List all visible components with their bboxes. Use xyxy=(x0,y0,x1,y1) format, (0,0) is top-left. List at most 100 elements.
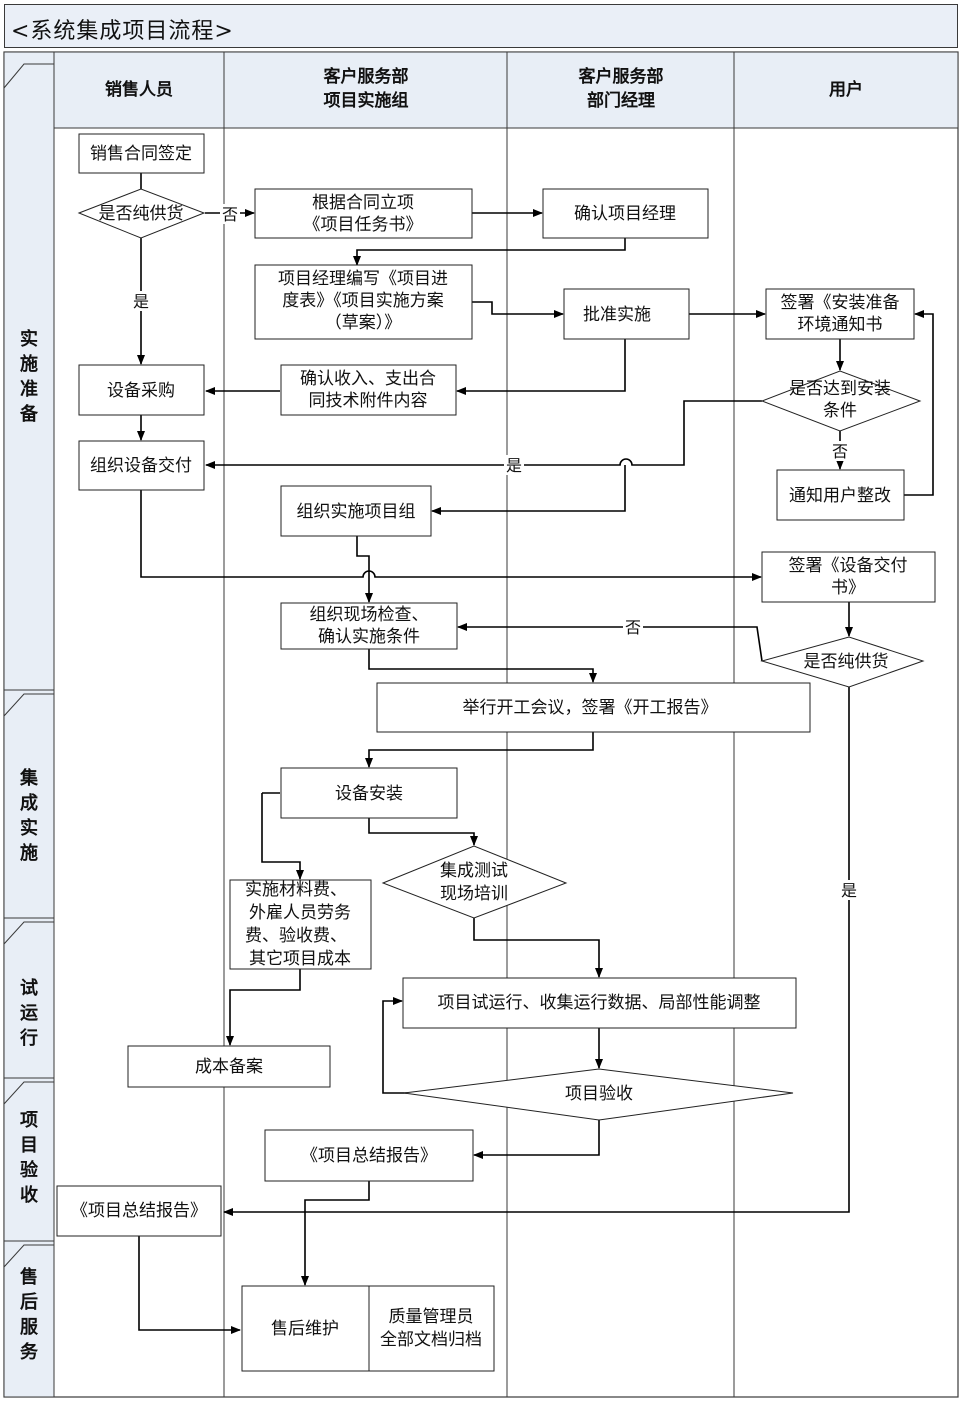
svg-text:组织现场检查、: 组织现场检查、 xyxy=(310,605,429,625)
nodes: 销售合同签定 根据合同立项 《项目任务书》 确认项目经理 项目经理编写《项目进 … xyxy=(56,133,936,1372)
node-kickoff: 举行开工会议，签署《开工报告》 xyxy=(376,682,811,733)
node-trial-run: 项目试运行、收集运行数据、局部性能调整 xyxy=(402,977,797,1029)
phase-labels: 实 施 准 备 集 成 实 施 试 运 行 项 目 验 收 售 后 服 务 xyxy=(19,328,39,1363)
node-cost-record: 成本备案 xyxy=(127,1045,331,1088)
phase-prep-char: 施 xyxy=(20,353,38,375)
svg-text:同技术附件内容: 同技术附件内容 xyxy=(309,391,428,411)
node-sign-env: 签署《安装准备 环境通知书 xyxy=(765,288,915,340)
phase-after-char: 服 xyxy=(20,1317,39,1338)
svg-text:设备安装: 设备安装 xyxy=(335,784,403,804)
svg-text:是否达到安装: 是否达到安装 xyxy=(789,379,891,399)
lane-header-sales: 销售人员 xyxy=(105,79,173,100)
svg-text:《项目总结报告》: 《项目总结报告》 xyxy=(301,1146,437,1166)
svg-text:设备采购: 设备采购 xyxy=(107,381,175,401)
phase-accept-char: 收 xyxy=(20,1184,38,1206)
svg-text:销售合同签定: 销售合同签定 xyxy=(90,144,192,164)
lane-header-cs-team-line1: 客户服务部 xyxy=(323,66,409,87)
node-approve: 批准实施 xyxy=(563,288,690,340)
phase-integ-char: 施 xyxy=(20,842,38,864)
phase-trial-char: 运 xyxy=(20,1003,38,1024)
svg-text:是否纯供货: 是否纯供货 xyxy=(99,204,184,224)
page-title: <系统集成项目流程> xyxy=(4,4,958,48)
page-title-text: <系统集成项目流程> xyxy=(11,19,234,44)
phase-trial-char: 行 xyxy=(19,1027,38,1049)
svg-text:签署《安装准备: 签署《安装准备 xyxy=(781,293,900,313)
decision-install-ready: 是否达到安装 条件 xyxy=(760,370,922,432)
svg-text:外雇人员劳务: 外雇人员劳务 xyxy=(249,903,351,923)
decision-integ-test: 集成测试 现场培训 xyxy=(381,845,568,919)
edge-labels: 否 是 是 否 否 是 xyxy=(131,204,859,900)
svg-text:《项目任务书》: 《项目任务书》 xyxy=(304,215,423,235)
svg-text:集成测试: 集成测试 xyxy=(440,861,508,881)
svg-text:是否纯供货: 是否纯供货 xyxy=(804,652,889,672)
svg-text:《项目总结报告》: 《项目总结报告》 xyxy=(71,1201,207,1221)
edge-label-no-2: 否 xyxy=(832,442,848,461)
node-org-team: 组织实施项目组 xyxy=(280,485,432,537)
svg-text:质量管理员: 质量管理员 xyxy=(389,1307,474,1327)
phase-integ-char: 集 xyxy=(19,767,39,789)
svg-text:实施材料费、: 实施材料费、 xyxy=(245,880,347,900)
lane-header-user: 用户 xyxy=(829,79,863,100)
svg-text:成本备案: 成本备案 xyxy=(195,1057,263,1077)
edge-label-yes-2: 是 xyxy=(506,456,522,475)
lane-header-cs-team-line2: 项目实施组 xyxy=(324,90,409,111)
node-equip-purchase: 设备采购 xyxy=(78,364,205,416)
node-equip-install: 设备安装 xyxy=(280,767,458,819)
phase-after-char: 务 xyxy=(20,1341,39,1363)
node-confirm-income: 确认收入、支出合 同技术附件内容 xyxy=(280,364,457,416)
svg-text:售后维护: 售后维护 xyxy=(271,1319,339,1339)
svg-text:确认实施条件: 确认实施条件 xyxy=(318,627,420,647)
svg-text:通知用户整改: 通知用户整改 xyxy=(789,486,891,506)
edge-label-no-3: 否 xyxy=(625,618,641,637)
decision-pure-supply-2: 是否纯供货 xyxy=(760,636,925,688)
svg-text:其它项目成本: 其它项目成本 xyxy=(249,949,351,969)
svg-text:根据合同立项: 根据合同立项 xyxy=(312,193,414,213)
svg-text:费、验收费、: 费、验收费、 xyxy=(245,926,347,946)
phase-after-char: 后 xyxy=(20,1292,38,1313)
lane-header-cs-mgr-line1: 客户服务部 xyxy=(578,66,664,87)
svg-text:组织实施项目组: 组织实施项目组 xyxy=(297,502,416,522)
node-pm-schedule: 项目经理编写《项目进 度表》《项目实施方案 （草案）》 xyxy=(254,264,473,340)
phase-trial-char: 试 xyxy=(20,977,38,999)
svg-text:签署《设备交付: 签署《设备交付 xyxy=(789,556,908,576)
svg-text:书》: 书》 xyxy=(831,578,865,598)
node-sign-contract: 销售合同签定 xyxy=(78,133,205,174)
node-org-delivery: 组织设备交付 xyxy=(78,440,205,491)
edge-label-yes-3: 是 xyxy=(841,881,857,900)
decision-acceptance: 项目验收 xyxy=(403,1068,794,1121)
node-notify-fix: 通知用户整改 xyxy=(776,469,905,521)
phase-integ-char: 实 xyxy=(20,817,38,839)
node-confirm-pm: 确认项目经理 xyxy=(542,188,709,239)
phase-accept-char: 目 xyxy=(20,1135,38,1156)
svg-text:举行开工会议，签署《开工报告》: 举行开工会议，签署《开工报告》 xyxy=(463,698,718,718)
svg-text:项目试运行、收集运行数据、局部性能调整: 项目试运行、收集运行数据、局部性能调整 xyxy=(438,993,761,1013)
svg-text:批准实施: 批准实施 xyxy=(583,305,651,325)
phase-accept-char: 项 xyxy=(20,1110,38,1131)
phase-after-char: 售 xyxy=(20,1266,38,1288)
svg-text:条件: 条件 xyxy=(823,401,857,421)
edge-label-yes-1: 是 xyxy=(133,292,149,311)
node-site-check: 组织现场检查、 确认实施条件 xyxy=(280,602,458,650)
phase-prep-char: 备 xyxy=(19,403,39,425)
decision-pure-supply-1: 是否纯供货 xyxy=(77,188,206,239)
svg-text:项目经理编写《项目进: 项目经理编写《项目进 xyxy=(278,269,448,289)
phase-prep-char: 实 xyxy=(20,328,38,350)
lane-header-cs-mgr-line2: 部门经理 xyxy=(587,90,655,111)
svg-text:项目验收: 项目验收 xyxy=(565,1084,633,1104)
node-setup-project: 根据合同立项 《项目任务书》 xyxy=(254,188,473,239)
svg-text:确认收入、支出合: 确认收入、支出合 xyxy=(300,369,436,389)
phase-integ-char: 成 xyxy=(20,792,38,814)
svg-text:环境通知书: 环境通知书 xyxy=(798,315,883,335)
node-after-sales: 售后维护 质量管理员 全部文档归档 xyxy=(241,1285,495,1372)
node-summary-team: 《项目总结报告》 xyxy=(264,1129,474,1182)
svg-text:现场培训: 现场培训 xyxy=(440,884,508,904)
svg-text:度表》《项目实施方案: 度表》《项目实施方案 xyxy=(282,291,444,311)
edge-label-no-1: 否 xyxy=(222,205,238,224)
lane-headers: 销售人员 客户服务部 项目实施组 客户服务部 部门经理 用户 xyxy=(105,66,863,111)
svg-text:组织设备交付: 组织设备交付 xyxy=(90,456,192,476)
svg-text:确认项目经理: 确认项目经理 xyxy=(574,204,676,224)
connectors xyxy=(137,173,934,1334)
node-summary-sales: 《项目总结报告》 xyxy=(56,1185,222,1237)
svg-text:全部文档归档: 全部文档归档 xyxy=(380,1330,482,1350)
